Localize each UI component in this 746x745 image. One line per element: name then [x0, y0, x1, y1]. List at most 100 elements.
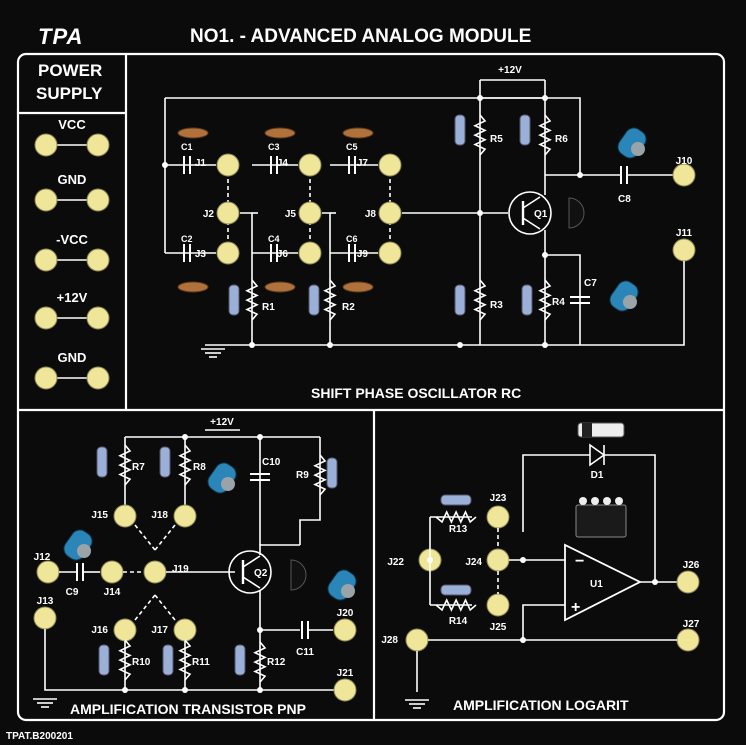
resistor-r13-body	[440, 494, 472, 506]
jack-j13[interactable]	[33, 606, 57, 630]
rail-jack-right[interactable]	[86, 133, 110, 157]
transistor-q1-emitter	[522, 217, 541, 230]
module-title: NO1. - ADVANCED ANALOG MODULE	[190, 26, 532, 47]
transistor-q2-package	[290, 559, 307, 591]
jack-label: J5	[285, 209, 297, 220]
log-fb-wire-a	[522, 454, 590, 532]
jack-j26[interactable]	[676, 570, 700, 594]
jack-j4[interactable]	[298, 153, 322, 177]
jack-j12[interactable]	[36, 560, 60, 584]
jack-j23[interactable]	[486, 505, 510, 529]
jack-label: J1	[195, 158, 207, 169]
jack-j27[interactable]	[676, 628, 700, 652]
transistor-q2-collector	[242, 555, 261, 568]
jack-j18[interactable]	[173, 504, 197, 528]
jack-j14[interactable]	[100, 560, 124, 584]
jack-j4-socket	[298, 153, 322, 177]
resistor-r8	[178, 444, 192, 486]
jack-j19-socket	[143, 560, 167, 584]
label-r6: R6	[555, 134, 568, 145]
label-r2: R2	[342, 302, 355, 313]
label-u1: U1	[590, 579, 603, 590]
jack-j20[interactable]	[333, 618, 357, 642]
jack-j8[interactable]	[378, 201, 402, 225]
jack-j15[interactable]	[113, 504, 137, 528]
transistor-q2-emitter	[242, 576, 261, 589]
resistor-r1	[245, 279, 259, 321]
resistor-r7	[118, 444, 132, 486]
capacitor-c10-body-top	[221, 477, 235, 491]
junction-dot	[182, 687, 188, 693]
jack-label-j17: J17	[151, 625, 168, 636]
rail-jack-right[interactable]	[86, 366, 110, 390]
pnp-supply-label: +12V	[210, 417, 234, 428]
osc-cap-label: C1	[181, 142, 193, 152]
rail-jack-left[interactable]	[34, 366, 58, 390]
jack-j24-socket	[486, 548, 510, 572]
capacitor-c7-body	[609, 280, 639, 312]
jack-j24[interactable]	[486, 548, 510, 572]
jack-j12-socket	[36, 560, 60, 584]
jack-j10[interactable]	[672, 163, 696, 187]
jack-j3-socket	[216, 241, 240, 265]
osc-cap-label: C4	[268, 234, 280, 244]
jack-label-j22: J22	[387, 557, 404, 568]
resistor-r2	[323, 279, 337, 321]
tpa-logo: TPA	[38, 24, 84, 49]
resistor-r11	[178, 639, 192, 681]
rail-jack-right[interactable]	[86, 248, 110, 272]
opamp-chip-package	[575, 504, 627, 538]
label-r8: R8	[193, 462, 206, 473]
jack-j13-socket	[33, 606, 57, 630]
ceramic-cap-bot	[342, 281, 374, 293]
resistor-r9-body	[326, 457, 338, 489]
rail-jack-left[interactable]	[34, 188, 58, 212]
jack-j7[interactable]	[378, 153, 402, 177]
diode-d1-symbol	[589, 443, 606, 467]
opamp-chip-pin	[603, 497, 611, 505]
label-r3: R3	[490, 300, 503, 311]
jack-j1[interactable]	[216, 153, 240, 177]
jack-j25[interactable]	[486, 593, 510, 617]
rail-jack-left[interactable]	[34, 306, 58, 330]
rail-jack-right[interactable]	[86, 188, 110, 212]
jack-j3[interactable]	[216, 241, 240, 265]
diode-d1-band	[582, 423, 592, 437]
label-r14: R14	[449, 616, 468, 627]
jack-j6[interactable]	[298, 241, 322, 265]
jack-j16[interactable]	[113, 618, 137, 642]
capacitor-c8-body-top	[631, 142, 645, 156]
jack-j5[interactable]	[298, 201, 322, 225]
jack-label-j27: J27	[683, 619, 700, 630]
osc-cap-label: C5	[346, 142, 358, 152]
rail-jack-left-socket	[34, 188, 58, 212]
jack-j9-socket	[378, 241, 402, 265]
jack-j11[interactable]	[672, 238, 696, 262]
opamp-chip-pin	[579, 497, 587, 505]
jack-j2[interactable]	[216, 201, 240, 225]
jack-j21[interactable]	[333, 678, 357, 702]
resistor-r10-body	[98, 644, 110, 676]
jack-label: J8	[365, 209, 377, 220]
osc-c7-wire	[545, 254, 581, 345]
jack-j17[interactable]	[173, 618, 197, 642]
transistor-q2-label: Q2	[254, 568, 268, 579]
jack-j19[interactable]	[143, 560, 167, 584]
footer-code: TPAT.B200201	[6, 731, 73, 742]
rail-jack-left[interactable]	[34, 133, 58, 157]
rail-label-vcc: -VCC	[56, 232, 88, 247]
osc-top-wire	[165, 97, 581, 175]
rail-jack-right[interactable]	[86, 306, 110, 330]
jack-j14-socket	[100, 560, 124, 584]
jack-label-j13: J13	[37, 596, 54, 607]
resistor-r14	[435, 598, 477, 612]
rail-jack-left[interactable]	[34, 248, 58, 272]
pnp-r9-wire	[299, 437, 321, 545]
jack-j28[interactable]	[405, 628, 429, 652]
jack-j9[interactable]	[378, 241, 402, 265]
jack-j15-socket	[113, 504, 137, 528]
opamp-minus: −	[575, 553, 584, 570]
log-fb-wire-b	[604, 454, 656, 582]
capacitor-c9-body-top	[77, 544, 91, 558]
